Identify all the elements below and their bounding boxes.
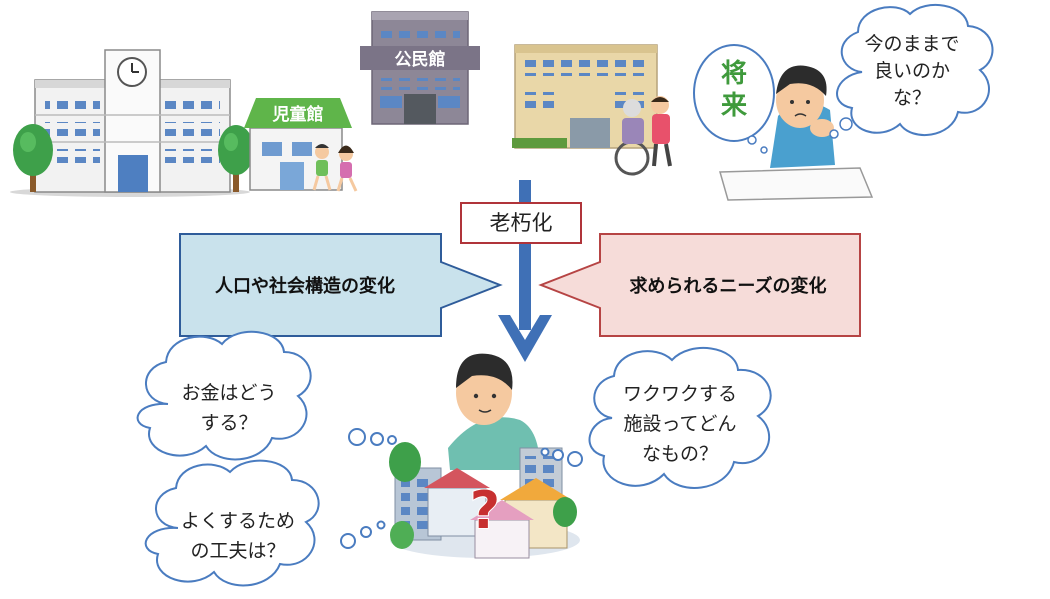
thinking-man-illustration	[719, 65, 874, 201]
money-thought-line-2: する？	[200, 412, 257, 434]
future-badge	[693, 44, 775, 154]
jidokan-building	[244, 98, 352, 191]
question-mark: ?	[470, 481, 500, 541]
exciting-thought-line-1: ワクワクする	[623, 383, 737, 405]
money-thought-cloud	[136, 330, 397, 461]
future-badge-char-1: 将	[721, 59, 747, 89]
exciting-facility-thought-cloud	[540, 346, 772, 489]
aging-label-box	[460, 202, 582, 244]
aging-label: 老朽化	[490, 211, 553, 235]
tree-middle	[218, 125, 254, 192]
improvement-thought-line-1: よくするため	[181, 510, 295, 532]
kominkan-building	[360, 11, 480, 125]
tree-left	[13, 124, 53, 192]
top-thought-line-2: 良いのか	[874, 60, 950, 82]
left-factor-label: 人口や社会構造の変化	[215, 275, 395, 297]
improvement-thought-line-2: の工夫は？	[190, 540, 285, 562]
top-thought-line-3: な？	[893, 87, 931, 109]
top-thought-cloud	[829, 3, 994, 139]
children-illustration	[312, 144, 358, 192]
school-building	[10, 49, 250, 197]
top-thought-line-1: 今のままで	[864, 33, 959, 55]
exciting-thought-line-2: 施設ってどん	[623, 413, 736, 435]
caregiver-wheelchair-illustration	[614, 96, 672, 176]
exciting-thought-line-3: なもの？	[642, 443, 718, 465]
kominkan-sign: 公民館	[395, 49, 446, 70]
left-factor-arrow-box	[179, 233, 503, 337]
jidokan-sign: 児童館	[272, 104, 324, 125]
right-factor-arrow-box	[538, 233, 861, 337]
improvement-thought-cloud	[144, 459, 386, 587]
future-badge-char-2: 来	[721, 91, 748, 121]
person-with-town-illustration	[389, 353, 580, 559]
right-factor-label: 求められるニーズの変化	[629, 275, 826, 297]
money-thought-line-1: お金はどう	[181, 382, 276, 404]
